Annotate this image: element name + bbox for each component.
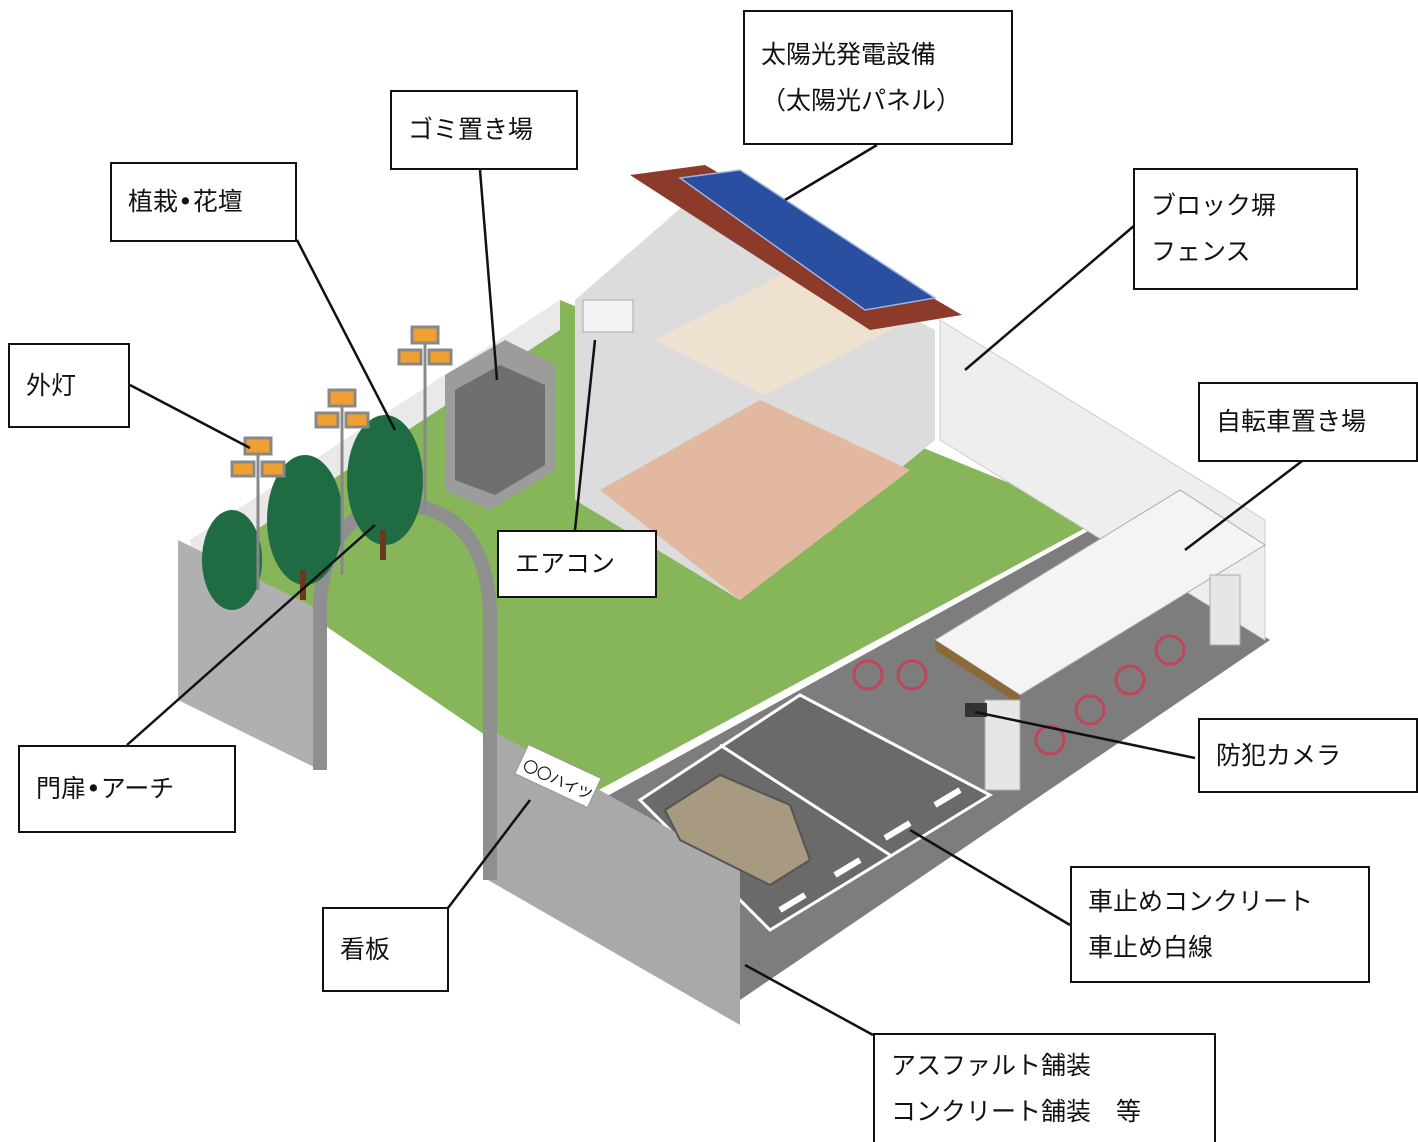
aircon-unit: [582, 299, 634, 333]
callout-signboard-line1: 看板: [340, 934, 391, 964]
callout-fence-line1: ブロック塀: [1151, 191, 1277, 220]
callout-fence: ブロック塀 フェンス: [1133, 168, 1358, 290]
parking-divider: [719, 743, 891, 857]
callout-solar-line1: 太陽光発電設備: [761, 39, 937, 69]
front-wall-right: [488, 728, 740, 1025]
callout-camera: 防犯カメラ: [1198, 718, 1418, 793]
callout-signboard: 看板: [322, 907, 449, 992]
callout-planting: 植栽•花壇: [110, 162, 297, 242]
callout-planting-line1: 植栽•花壇: [128, 187, 243, 216]
callout-outdoor-light: 外灯: [8, 343, 130, 428]
callout-bicycle-line1: 自転車置き場: [1216, 407, 1367, 436]
shelter-post: [984, 699, 1021, 791]
callout-solar: 太陽光発電設備 （太陽光パネル）: [743, 10, 1013, 145]
car-stop-marks: [778, 787, 962, 913]
callout-outdoor-light-line1: 外灯: [26, 370, 77, 400]
solar-panel: [678, 169, 938, 311]
callout-car-stop-line1: 車止めコンクリート: [1088, 886, 1314, 916]
callout-paving-line1: アスファルト舗装: [891, 1050, 1092, 1080]
callout-car-stop: 車止めコンクリート 車止め白線: [1070, 866, 1370, 983]
outdoor-lights: [230, 325, 453, 590]
sign-board: [514, 743, 602, 809]
house-floor: [600, 400, 910, 600]
callout-car-stop-line2: 車止め白線: [1088, 932, 1214, 962]
callout-aircon: エアコン: [497, 530, 657, 598]
callout-paving-line2: コンクリート舗装 等: [891, 1096, 1142, 1126]
callout-camera-line1: 防犯カメラ: [1216, 740, 1342, 770]
trees: [202, 415, 423, 610]
callout-solar-line2: （太陽光パネル）: [761, 85, 962, 115]
callout-gate-line1: 門扉•アーチ: [36, 774, 175, 803]
bicycles: [852, 634, 1186, 756]
callout-garbage-line1: ゴミ置き場: [408, 115, 534, 144]
callout-paving: アスファルト舗装 コンクリート舗装 等: [873, 1033, 1216, 1142]
callout-garbage: ゴミ置き場: [390, 90, 578, 170]
callout-bicycle: 自転車置き場: [1198, 382, 1418, 462]
callout-gate: 門扉•アーチ: [18, 745, 236, 833]
car: [663, 773, 812, 887]
callout-aircon-line1: エアコン: [515, 549, 616, 578]
callout-fence-line2: フェンス: [1151, 237, 1251, 266]
leader-lines: [126, 143, 1311, 1037]
